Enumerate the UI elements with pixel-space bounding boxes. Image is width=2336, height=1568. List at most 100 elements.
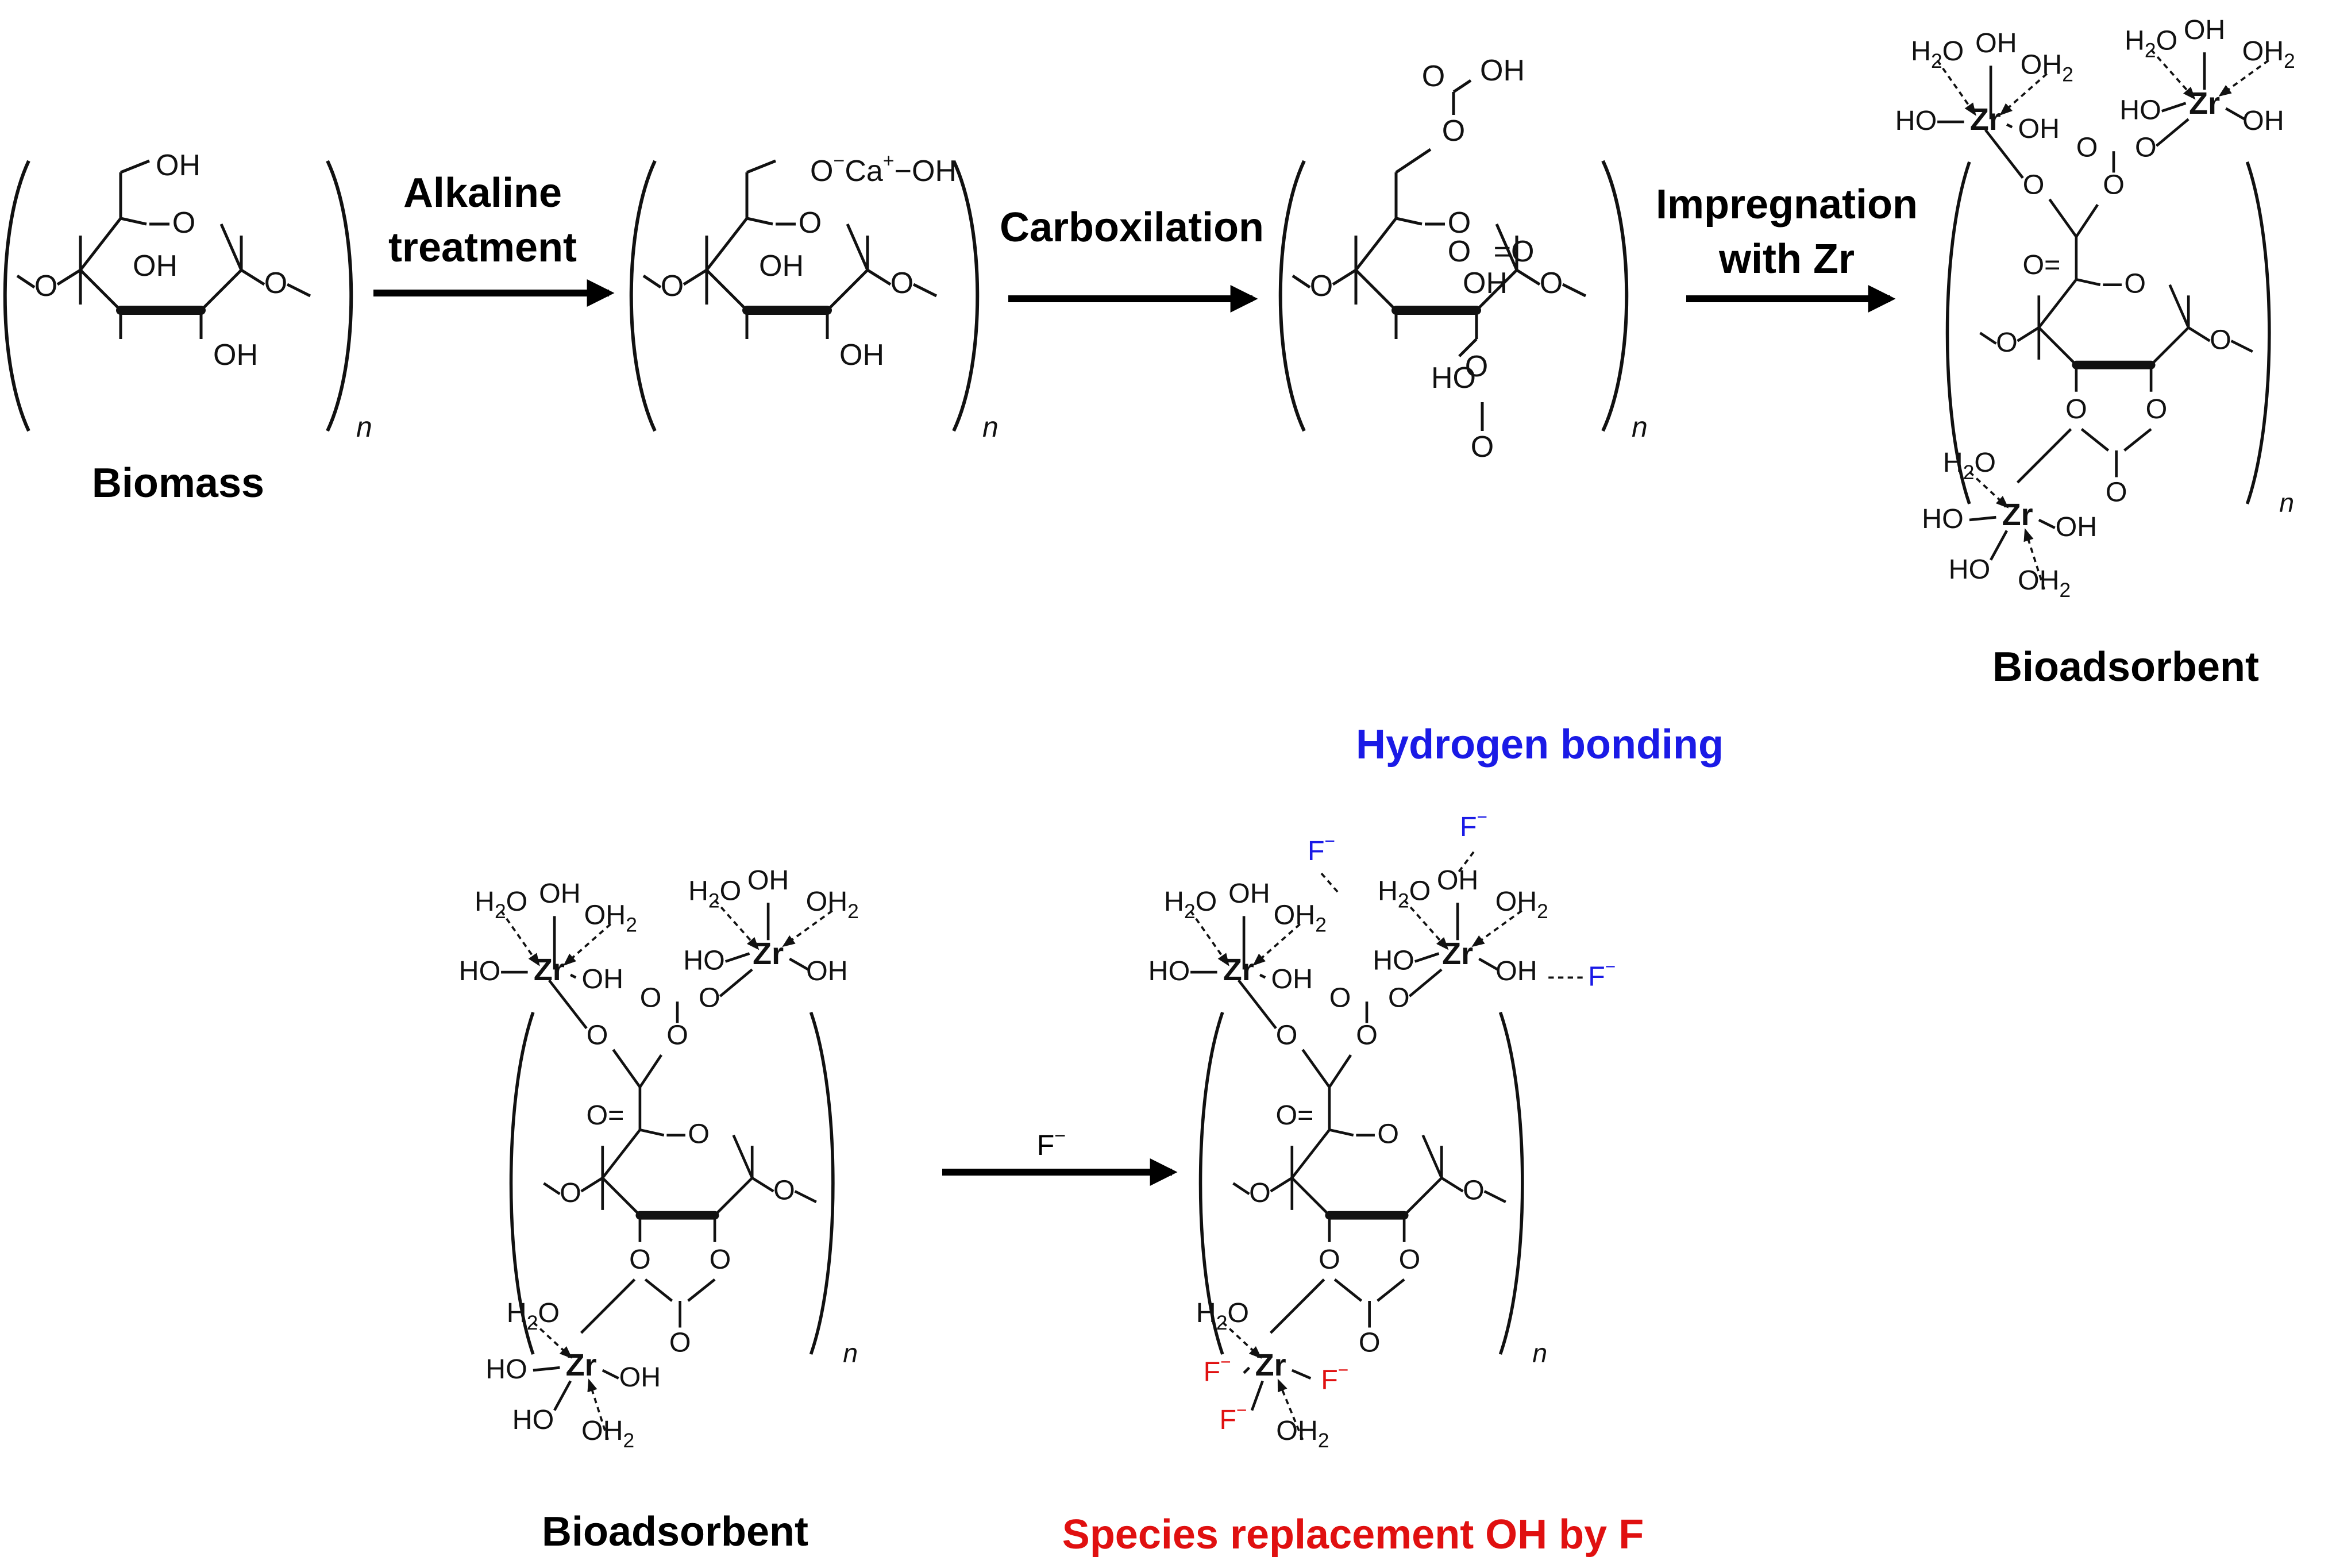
bond: [1969, 515, 1996, 522]
bond: [2017, 326, 2040, 342]
bond: [1269, 1278, 1325, 1334]
oh-ligand: OH: [582, 964, 624, 995]
bond: [2155, 118, 2189, 147]
water-ligand: OH2: [1276, 1415, 1329, 1452]
bond: [1333, 1278, 1363, 1302]
bond: [1403, 1177, 1443, 1216]
coordination-bond: [563, 923, 611, 966]
oh-group: OH: [839, 338, 884, 372]
bioadsorbent-top-caption: Bioadsorbent: [1992, 644, 2259, 690]
bond: [683, 268, 708, 286]
carbonyl-oxygen: O: [669, 1327, 691, 1358]
bond: [120, 217, 147, 226]
bond: [543, 1182, 561, 1195]
coordination-bond: [714, 899, 760, 950]
ester-oxygen: O: [2103, 169, 2125, 201]
ester-oxygen: O: [1399, 1244, 1421, 1275]
left-bracket: [629, 160, 657, 432]
water-ligand: OH2: [2018, 565, 2071, 602]
zirconium-center: Zr: [2002, 498, 2033, 532]
fluoride-label: F−: [1037, 1125, 1066, 1161]
bioadsorbent-bottom-caption: Bioadsorbent: [542, 1509, 808, 1555]
ester-oxygen: O: [1319, 1244, 1340, 1275]
coordination-bond: [1189, 910, 1229, 966]
oh-ligand: OH: [619, 1362, 661, 1393]
bond: [714, 1177, 753, 1216]
calcium-alkoxide: O−Ca+−OH: [810, 150, 957, 188]
glycosidic-oxygen: O: [264, 267, 287, 300]
bond: [2150, 326, 2189, 366]
oh-ligand: OH: [539, 878, 581, 909]
coordination-bond: [782, 910, 833, 947]
bond: [912, 283, 938, 298]
bond: [580, 1177, 604, 1193]
glycosidic-oxygen: O: [34, 269, 57, 303]
hydrogen-bonded-fluoride: F−: [1308, 830, 1335, 866]
zirconium-center: Zr: [2189, 86, 2220, 121]
right-bracket: [2245, 161, 2271, 504]
ho-ligand: HO: [2119, 94, 2161, 125]
bond: [706, 269, 748, 311]
alkaline-label-line1: Alkaline: [403, 170, 562, 216]
bond: [2038, 326, 2077, 366]
carbonyl-oxygen: O: [1471, 430, 1494, 464]
oh-group: OH: [1480, 54, 1525, 87]
bond: [120, 159, 150, 174]
bond: [2006, 123, 2013, 129]
right-bracket: [809, 1011, 835, 1355]
water-ligand: H2O: [1378, 876, 1431, 912]
bond: [1328, 1054, 1352, 1088]
bond: [1301, 1049, 1331, 1088]
polymer-index: n: [356, 411, 372, 443]
water-ligand: H2O: [1196, 1297, 1249, 1334]
glycosidic-oxygen: O: [891, 267, 913, 300]
bond: [746, 217, 773, 226]
fluoride-ligand: F−: [1204, 1351, 1231, 1387]
ho-group: HO: [1431, 361, 1476, 395]
bond: [826, 269, 869, 311]
glycosidic-oxygen: O: [1540, 267, 1563, 300]
bond: [2076, 278, 2101, 286]
water-ligand: OH2: [1495, 886, 1548, 923]
coordination-bond: [2023, 528, 2045, 590]
coordination-bond: [1936, 60, 1976, 116]
glycosidic-oxygen: O: [1310, 269, 1333, 303]
bond: [569, 973, 577, 979]
carbonyl-oxygen: O=: [1276, 1100, 1314, 1131]
ho-ligand: HO: [512, 1404, 554, 1435]
bond: [79, 217, 122, 271]
ho-ligand: HO: [485, 1354, 527, 1385]
bond: [602, 1369, 619, 1380]
left-bracket: [1278, 160, 1306, 432]
hydrogen-bonded-fluoride: F−: [1460, 807, 1487, 842]
bond: [1291, 1369, 1312, 1380]
bond: [644, 1278, 673, 1302]
bond: [548, 979, 588, 1030]
bond: [1414, 952, 1440, 963]
zirconium-center: Zr: [1970, 102, 2001, 137]
bond: [1237, 979, 1277, 1030]
bond: [1562, 283, 1587, 298]
water-ligand: OH2: [581, 1415, 634, 1452]
glycosidic-oxygen: O: [1249, 1177, 1271, 1208]
polymer-index: n: [1532, 1338, 1547, 1368]
zirconium-center: Zr: [1442, 937, 1473, 971]
water-ligand: H2O: [2125, 25, 2177, 62]
bond: [219, 223, 243, 271]
bond: [1495, 223, 1518, 271]
biomass-caption: Biomass: [92, 460, 264, 506]
oh-ligand: OH: [806, 956, 848, 987]
bond: [846, 223, 869, 271]
bond: [2187, 326, 2211, 342]
coordination-bond: [587, 1378, 609, 1440]
bond: [1355, 269, 1397, 311]
bond: [2048, 198, 2077, 238]
oh-ligand: OH: [2184, 14, 2226, 45]
ring-oxygen: O: [2124, 268, 2146, 299]
ester-oxygen: O: [2146, 394, 2168, 425]
bond: [2168, 284, 2190, 329]
bond: [16, 274, 36, 289]
